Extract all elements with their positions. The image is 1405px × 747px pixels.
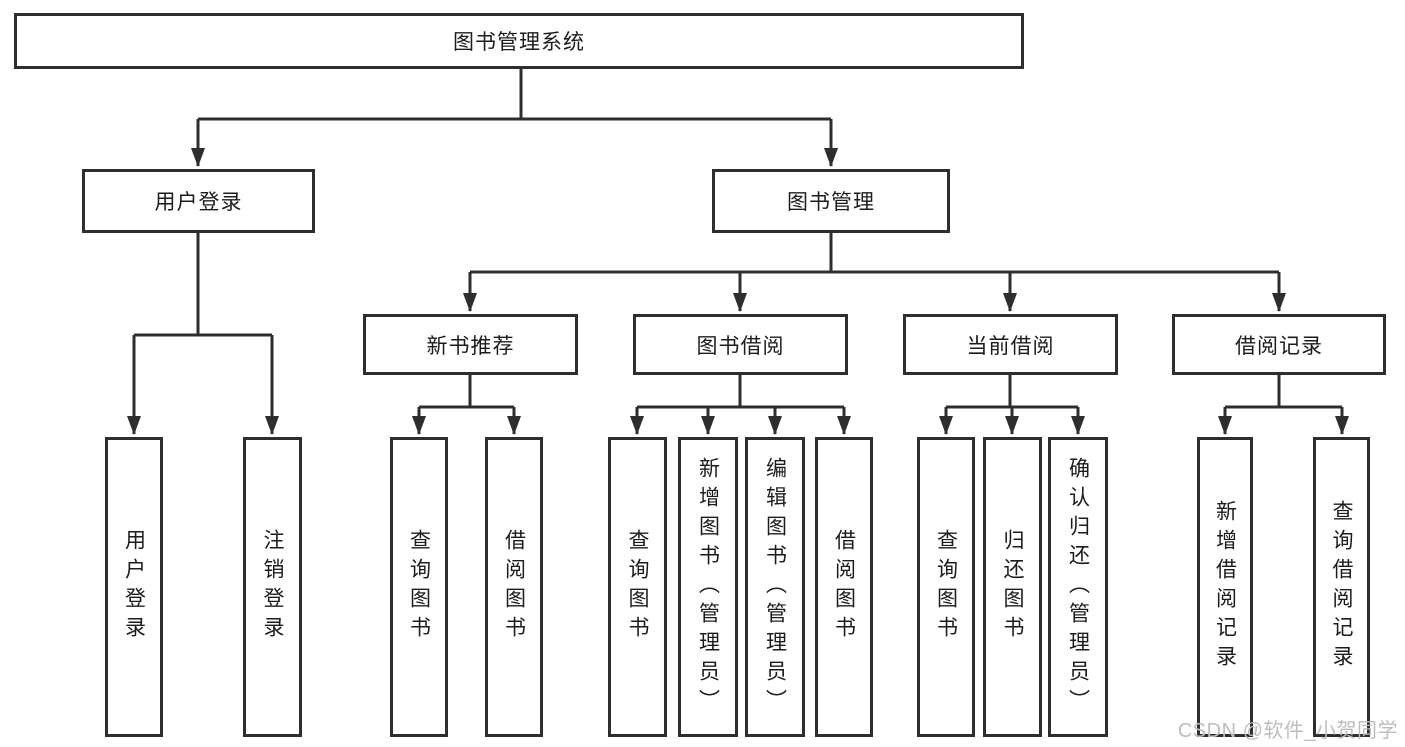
leaf-borrowing-edit-books: 编辑图书（管理员） xyxy=(745,437,805,737)
node-label: 借阅图书 xyxy=(832,529,856,645)
node-label: 查询图书 xyxy=(407,529,431,645)
node-new-book-recommend: 新书推荐 xyxy=(363,314,578,375)
node-label: 新增图书（管理员） xyxy=(696,456,720,718)
node-label: 用户登录 xyxy=(122,529,146,645)
leaf-records-query-record: 查询借阅记录 xyxy=(1313,437,1370,737)
leaf-user-login: 用户登录 xyxy=(105,437,163,737)
node-label: 查询图书 xyxy=(626,529,649,645)
leaf-recommend-borrow-books: 借阅图书 xyxy=(485,437,543,737)
node-user-login: 用户登录 xyxy=(82,169,315,233)
node-label: 查询图书 xyxy=(934,529,958,645)
node-label: 确认归还（管理员） xyxy=(1066,456,1090,718)
leaf-current-query-books: 查询图书 xyxy=(917,437,975,737)
node-current-borrowing: 当前借阅 xyxy=(903,314,1118,375)
node-book-management: 图书管理 xyxy=(712,169,950,233)
leaf-records-add-record: 新增借阅记录 xyxy=(1197,437,1253,737)
leaf-current-return-books: 归还图书 xyxy=(983,437,1042,737)
node-borrowing-records: 借阅记录 xyxy=(1172,314,1386,375)
csdn-watermark: CSDN @软件_小贺同学 xyxy=(1177,720,1398,742)
leaf-borrowing-borrow-books: 借阅图书 xyxy=(815,437,873,737)
leaf-recommend-query-books: 查询图书 xyxy=(390,437,448,737)
leaf-current-confirm-return: 确认归还（管理员） xyxy=(1048,437,1108,737)
node-label: 新增借阅记录 xyxy=(1213,500,1237,674)
node-label: 借阅图书 xyxy=(502,529,526,645)
node-label: 查询借阅记录 xyxy=(1330,500,1353,674)
leaf-borrowing-query-books: 查询图书 xyxy=(608,437,667,737)
node-book-borrowing: 图书借阅 xyxy=(633,314,848,375)
node-library-management-system: 图书管理系统 xyxy=(14,13,1024,69)
node-label: 编辑图书（管理员） xyxy=(763,456,787,718)
node-label: 归还图书 xyxy=(1001,529,1024,645)
leaf-logout: 注销登录 xyxy=(243,437,302,737)
node-label: 注销登录 xyxy=(261,529,284,645)
leaf-borrowing-add-books: 新增图书（管理员） xyxy=(678,437,738,737)
